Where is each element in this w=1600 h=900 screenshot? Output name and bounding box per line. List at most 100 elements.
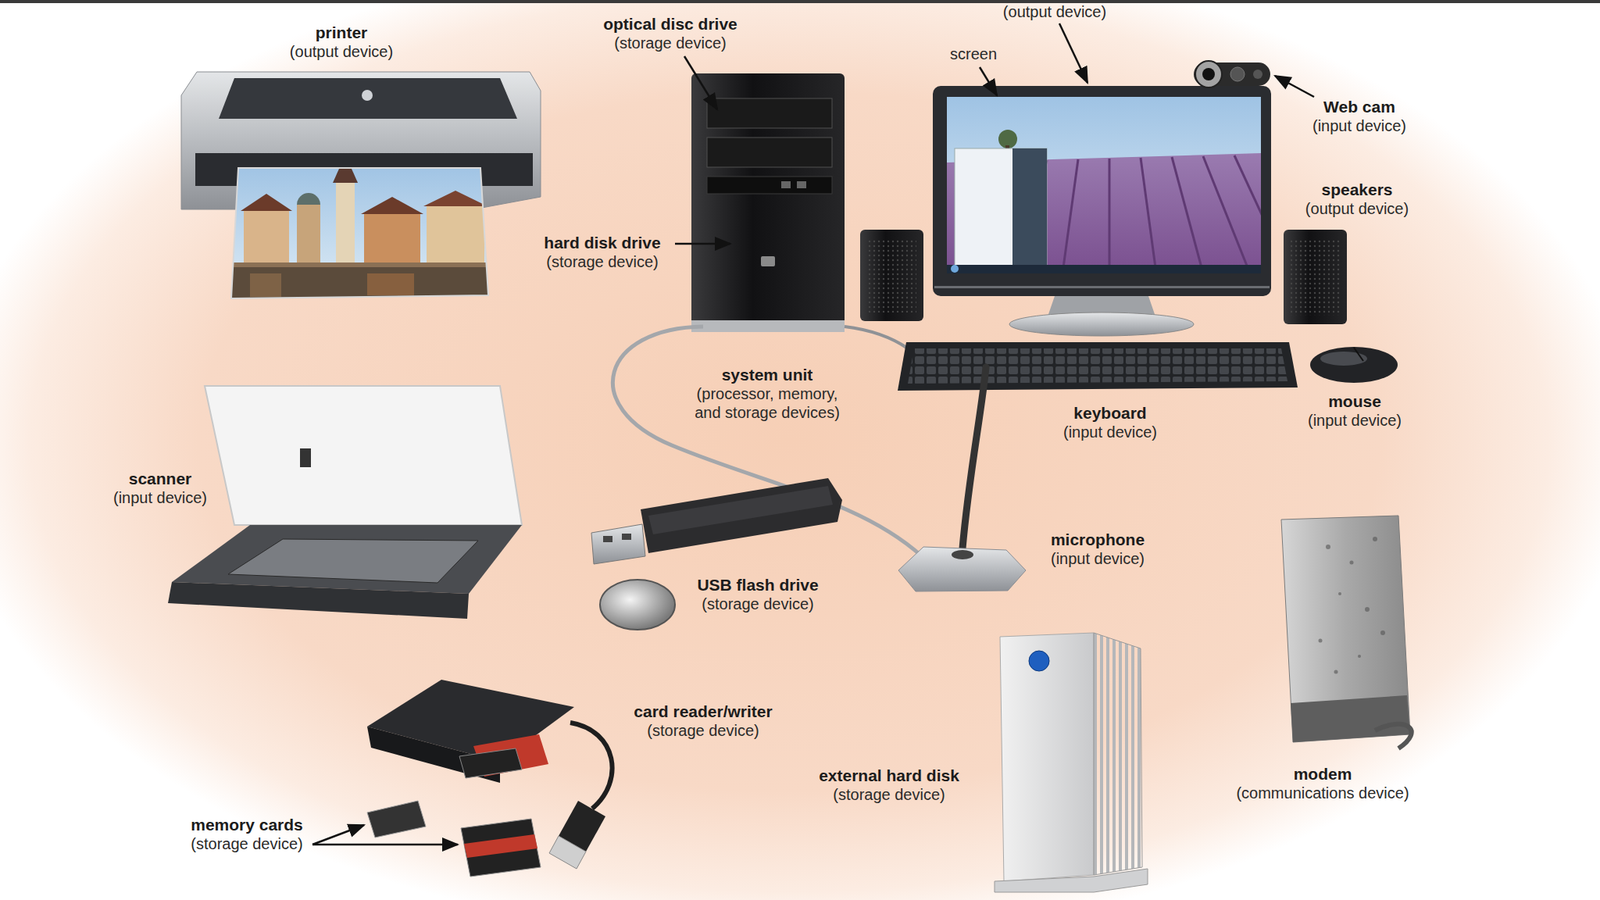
printer-picture-part-part xyxy=(250,273,282,297)
device-name: optical disc drive xyxy=(603,14,738,34)
device-name: system unit xyxy=(721,364,814,385)
device-name: mouse xyxy=(1328,391,1382,411)
monitor-picture-part-part xyxy=(1012,148,1047,266)
leader-lines-part xyxy=(1059,23,1088,83)
device-name: Web cam xyxy=(1323,96,1396,117)
device-type: (input device) xyxy=(1063,422,1158,442)
monitor-picture-part-part xyxy=(950,264,959,273)
printer-picture-part-part xyxy=(226,262,493,268)
memory-cards-picture-part xyxy=(367,800,426,838)
printer-picture-part-part xyxy=(226,267,493,307)
system-unit-picture-part xyxy=(691,320,845,333)
device-name: hard disk drive xyxy=(543,232,661,253)
leader-lines-part xyxy=(979,67,997,96)
monitor-picture-part xyxy=(946,96,1261,274)
leader-lines-part xyxy=(675,242,731,246)
device-type: (input device) xyxy=(1050,549,1145,568)
printer-picture xyxy=(181,71,541,307)
device-name: modem xyxy=(1293,764,1353,784)
device-type: (output device) xyxy=(1305,199,1409,218)
usb-drive-picture-part xyxy=(591,524,646,565)
modem-picture-part-part xyxy=(1338,592,1342,596)
system-unit-picture xyxy=(691,73,845,333)
webcam-picture xyxy=(1193,60,1271,88)
usb-drive-picture xyxy=(591,478,843,565)
card-reader-picture-part xyxy=(459,748,522,779)
device-type: (output device) xyxy=(289,42,393,61)
system-unit-picture-part xyxy=(796,181,807,189)
usb-drive-picture-part xyxy=(603,535,613,543)
mouse-picture-part xyxy=(1353,347,1364,361)
modem-picture-part xyxy=(1281,515,1411,743)
device-type: (storage device) xyxy=(646,721,759,740)
device-name: printer xyxy=(315,22,368,43)
device-name: keyboard xyxy=(1073,403,1147,423)
device-type: (input device) xyxy=(1312,116,1407,136)
scanner-picture-part xyxy=(167,582,469,619)
speakers-picture-part xyxy=(867,238,917,313)
mouse-picture-part xyxy=(1310,346,1398,383)
monitor-picture-part-part-part xyxy=(1234,155,1261,274)
system-unit-picture-part xyxy=(781,181,791,189)
modem-picture-part-part xyxy=(1364,607,1370,612)
modem-picture-part-part xyxy=(1372,536,1378,542)
modem-picture-part-part xyxy=(1318,639,1323,643)
printer-picture-part-part xyxy=(364,212,421,265)
monitor-picture-part-part-part xyxy=(1062,159,1079,274)
device-type: (input device) xyxy=(113,488,208,508)
device-type: (communications device) xyxy=(1235,783,1409,803)
system-unit-picture-part xyxy=(707,98,833,129)
background-part xyxy=(0,0,1600,4)
monitor-picture-part xyxy=(932,85,1272,297)
keyboard-picture-part xyxy=(897,342,1298,391)
device-type: (processor, memory, and storage devices) xyxy=(687,384,848,422)
printer-picture-part xyxy=(218,78,518,119)
printer-picture-part-part xyxy=(335,181,355,265)
leader-lines-part xyxy=(684,56,718,110)
external-hard-disk-picture-part xyxy=(1028,650,1050,672)
printer-picture-part-part xyxy=(296,204,321,265)
modem-picture-part-part xyxy=(1350,560,1354,565)
printer-picture-part xyxy=(361,89,373,101)
device-name: USB flash drive xyxy=(696,575,818,595)
coin-picture-part xyxy=(600,579,675,630)
memory-cards-picture-part xyxy=(460,818,541,877)
device-type: (input device) xyxy=(1307,410,1402,430)
card-reader-picture-part xyxy=(549,835,586,869)
leader-lines-part xyxy=(312,843,458,847)
keyboard-picture xyxy=(897,342,1298,391)
usb-drive-picture-part xyxy=(640,478,843,554)
device-type: (storage device) xyxy=(546,252,658,272)
device-name: external hard disk xyxy=(818,765,960,786)
external-hard-disk-picture-part xyxy=(1000,632,1094,882)
mouse-picture xyxy=(1310,346,1398,383)
device-type: screen xyxy=(950,44,997,64)
speakers-picture-part xyxy=(860,229,924,322)
monitor-picture-part xyxy=(1009,312,1194,336)
modem-picture-part-part xyxy=(1325,544,1331,550)
coin-picture xyxy=(600,579,675,630)
microphone-picture-part xyxy=(898,546,1026,592)
system-unit-picture-part xyxy=(707,176,833,194)
webcam-picture-part xyxy=(1230,67,1245,82)
device-name: microphone xyxy=(1050,529,1145,550)
leader-lines-part xyxy=(312,825,365,845)
device-name: speakers xyxy=(1321,179,1393,200)
system-unit-picture-part xyxy=(760,256,775,267)
modem-picture-part xyxy=(1318,536,1386,675)
printer-picture-part xyxy=(226,154,493,307)
card-reader-picture-part xyxy=(570,722,613,809)
printer-picture-part-part xyxy=(240,193,293,211)
modem-picture-part-part xyxy=(1380,630,1386,636)
modem-picture-part-part xyxy=(1357,654,1361,658)
device-type: (storage device) xyxy=(832,785,945,804)
scanner-picture-part xyxy=(228,539,479,583)
external-hard-disk-picture-part xyxy=(1093,632,1143,875)
printer-picture-part xyxy=(231,167,489,299)
system-unit-picture-part xyxy=(707,137,833,168)
webcam-picture-part xyxy=(1195,60,1222,88)
